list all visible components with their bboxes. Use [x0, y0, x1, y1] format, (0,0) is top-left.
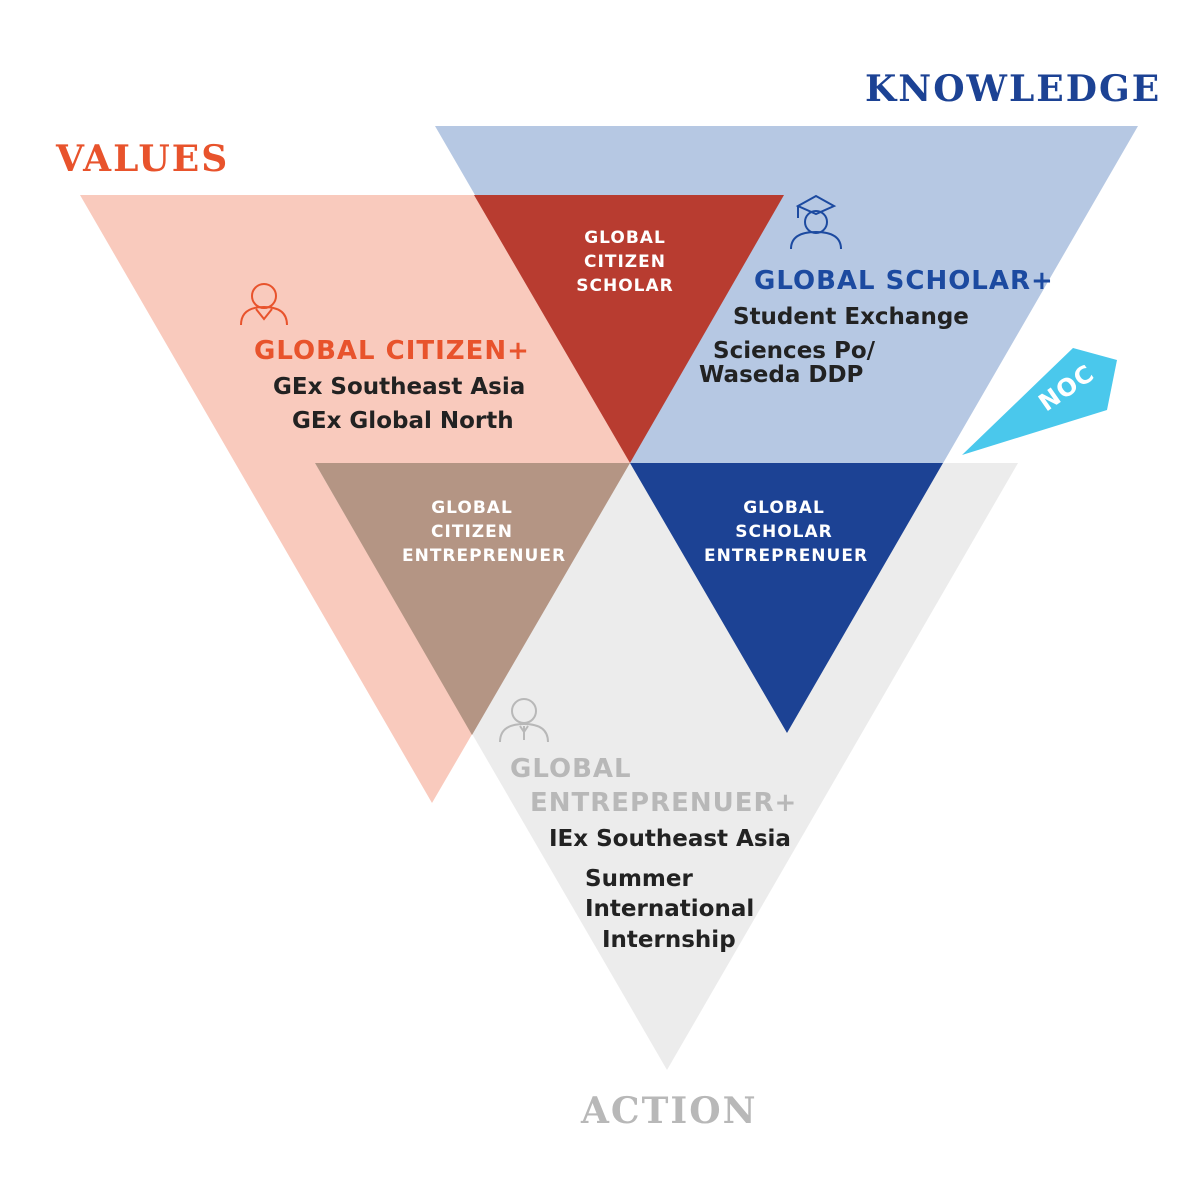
- line: CITIZEN: [584, 252, 666, 272]
- scholar-item: Student Exchange: [733, 304, 969, 330]
- businessperson-icon: [499, 698, 549, 743]
- citizen-scholar-overlap: [474, 195, 784, 463]
- entrepreneur-item: Summer: [585, 866, 693, 892]
- knowledge-label: KNOWLEDGE: [865, 68, 1162, 110]
- line: GLOBAL: [743, 498, 825, 518]
- citizen-title: GLOBAL CITIZEN+: [254, 336, 530, 366]
- entrepreneur-title-line1: GLOBAL: [510, 754, 632, 784]
- citizen-entrepreneur-overlap: [315, 463, 630, 735]
- line: ENTREPRENUER: [704, 546, 869, 566]
- line: SCHOLAR: [735, 522, 833, 542]
- scholar-item: Waseda DDP: [699, 362, 864, 388]
- citizen-scholar-label: GLOBAL CITIZEN SCHOLAR: [565, 226, 685, 298]
- line: GLOBAL: [584, 228, 666, 248]
- citizen-entrepreneur-label: GLOBAL CITIZEN ENTREPRENUER: [392, 496, 567, 568]
- scholar-entrepreneur-label: GLOBAL SCHOLAR ENTREPRENUER: [704, 496, 869, 568]
- line: GLOBAL: [431, 498, 513, 518]
- scholar-entrepreneur-overlap: [630, 463, 943, 733]
- entrepreneur-item: IEx Southeast Asia: [549, 826, 791, 852]
- line: CITIZEN: [431, 522, 513, 542]
- scholar-item: Sciences Po/: [713, 338, 876, 364]
- scholar-title: GLOBAL SCHOLAR+: [754, 266, 1054, 296]
- person-icon: [240, 283, 288, 326]
- entrepreneur-item: Internship: [602, 927, 736, 953]
- action-label: ACTION: [581, 1090, 758, 1132]
- graduate-icon: [790, 194, 842, 250]
- line: ENTREPRENUER: [402, 546, 567, 566]
- entrepreneur-item: International: [585, 896, 755, 922]
- noc-arrow: [962, 348, 1117, 455]
- citizen-item: GEx Global North: [292, 408, 514, 434]
- entrepreneur-title-line2: ENTREPRENUER+: [530, 788, 798, 818]
- values-label: VALUES: [56, 138, 230, 180]
- citizen-item: GEx Southeast Asia: [273, 374, 526, 400]
- line: SCHOLAR: [576, 276, 674, 296]
